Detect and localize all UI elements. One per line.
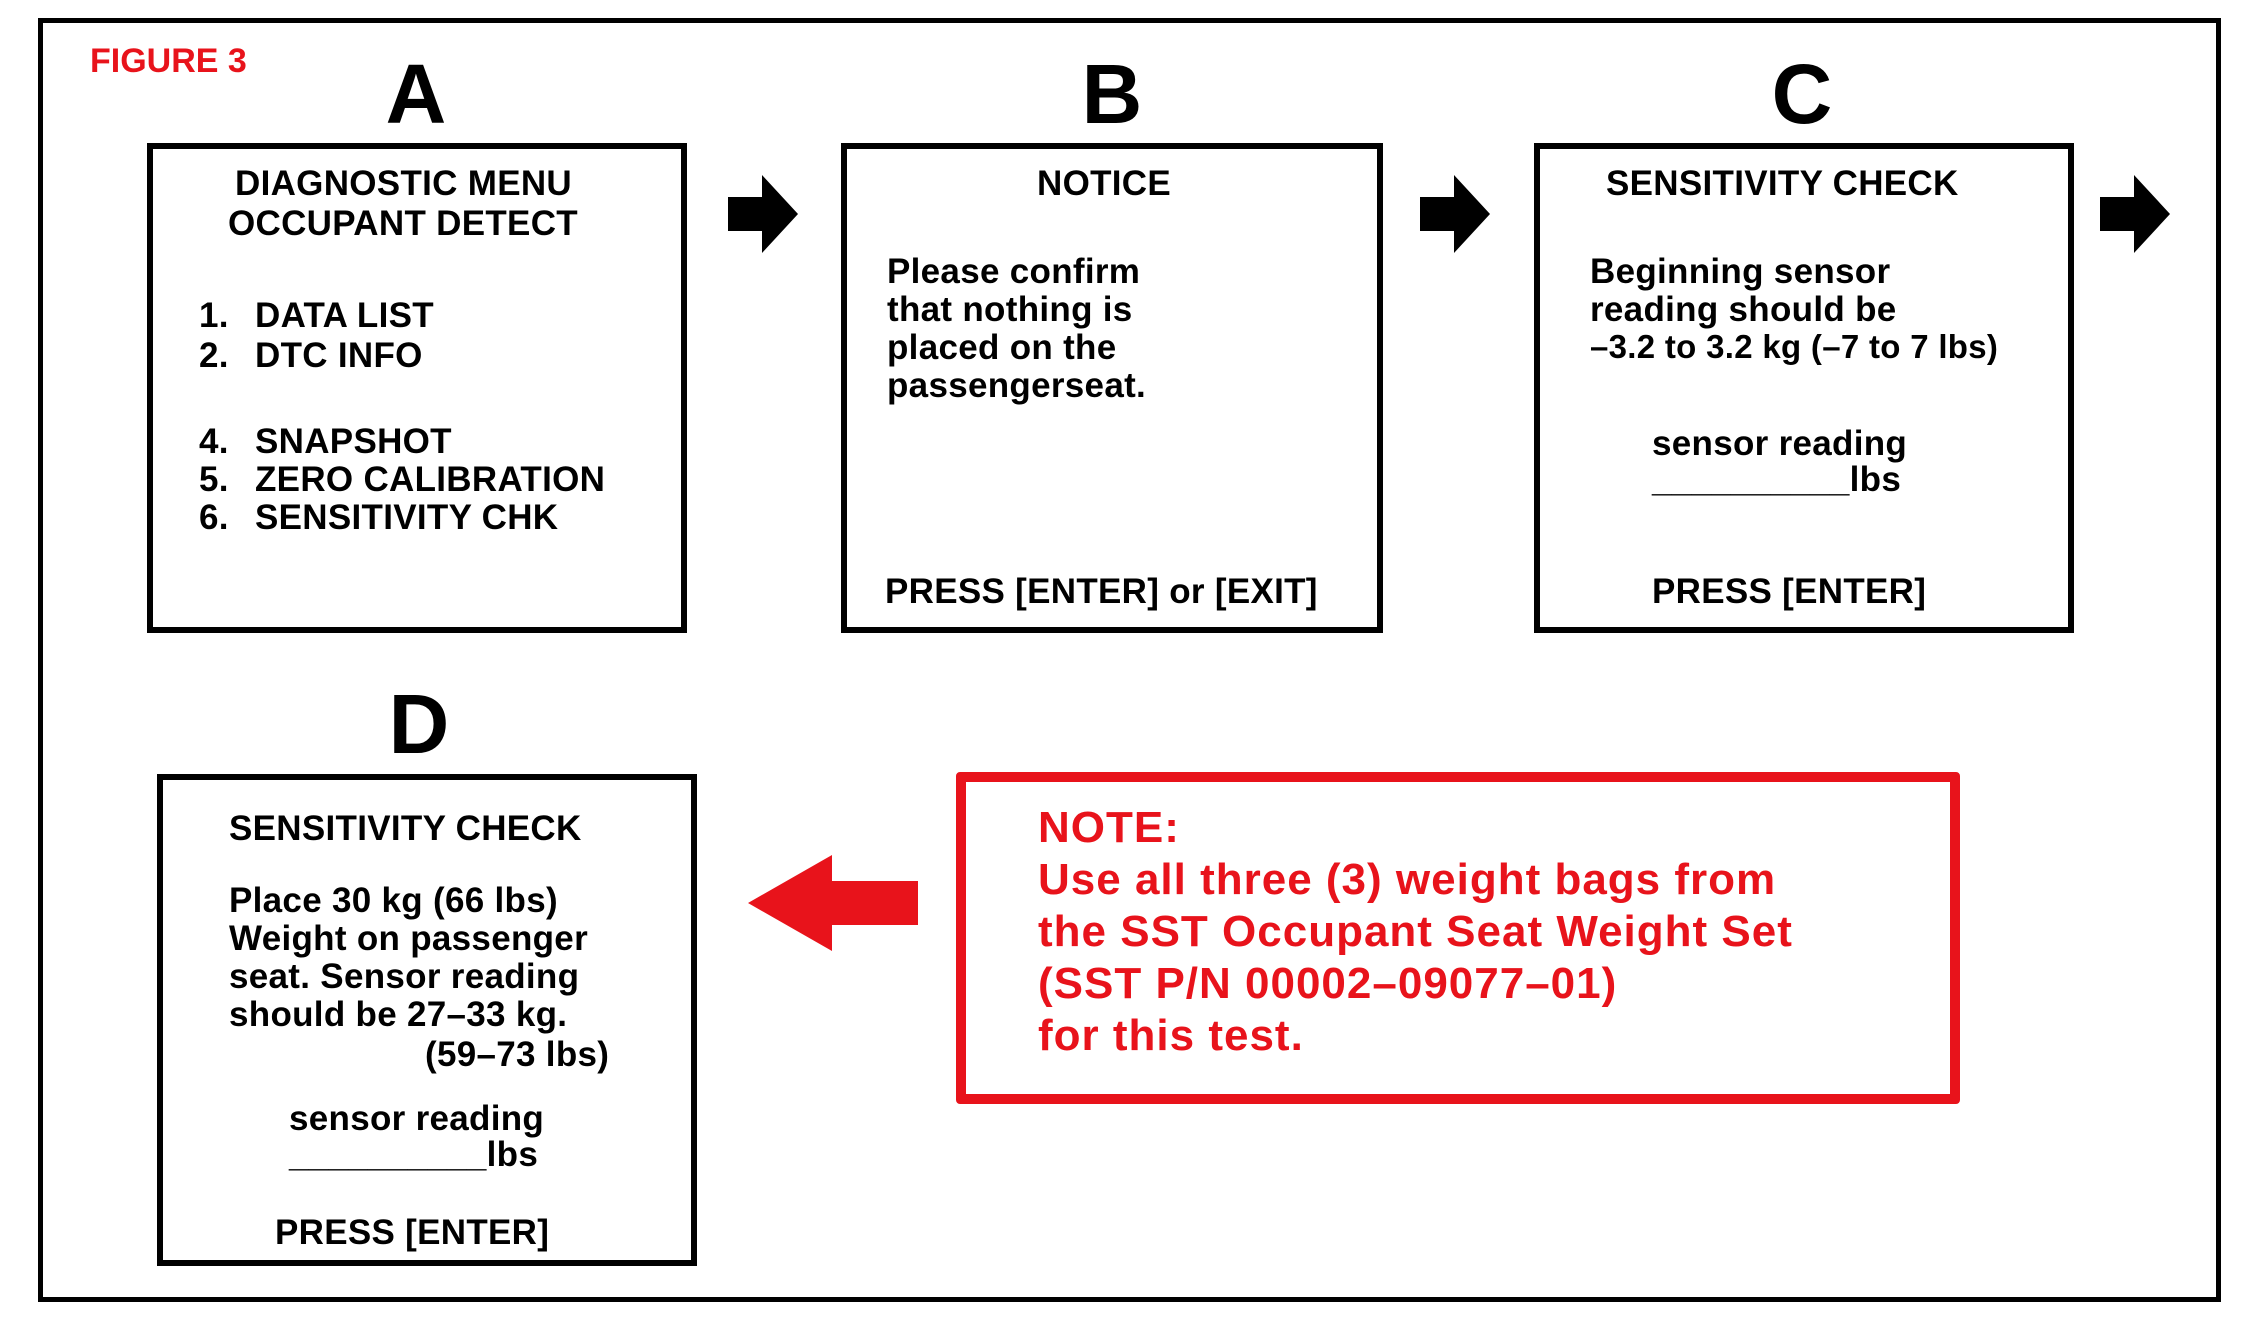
screen-d-body-line1: Place 30 kg (66 lbs) <box>229 881 558 920</box>
menu-item-num-4: 4. <box>199 422 229 461</box>
menu-item-num-1: 1. <box>199 296 229 335</box>
note-line2: the SST Occupant Seat Weight Set <box>1038 907 1793 956</box>
panel-letter-b: B <box>1081 47 1143 141</box>
screen-b-footer: PRESS [ENTER] or [EXIT] <box>885 572 1318 611</box>
screen-a-title-line2: OCCUPANT DETECT <box>228 204 578 243</box>
panel-letter-c: C <box>1771 47 1833 141</box>
screen-c-body-line2: reading should be <box>1590 290 1897 329</box>
panel-letter-a: A <box>385 47 447 141</box>
screen-c-body-line1: Beginning sensor <box>1590 252 1891 291</box>
menu-item-data-list: DATA LIST <box>255 296 434 335</box>
screen-c-body-line3: –3.2 to 3.2 kg (–7 to 7 lbs) <box>1590 328 1999 365</box>
screen-c-sensitivity-check: SENSITIVITY CHECK Beginning sensor readi… <box>1534 143 2074 633</box>
screen-d-sensitivity-check: SENSITIVITY CHECK Place 30 kg (66 lbs) W… <box>157 774 697 1266</box>
screen-d-body-line2: Weight on passenger <box>229 919 588 958</box>
screen-b-notice: NOTICE Please confirm that nothing is pl… <box>841 143 1383 633</box>
note-line1: Use all three (3) weight bags from <box>1038 855 1777 904</box>
screen-c-footer: PRESS [ENTER] <box>1652 572 1927 611</box>
screen-b-body-line3: placed on the <box>887 328 1117 367</box>
note-box: NOTE: Use all three (3) weight bags from… <box>956 772 1960 1104</box>
screen-d-body-line3: seat. Sensor reading <box>229 957 580 996</box>
screen-d-body-line4: should be 27–33 kg. <box>229 995 568 1034</box>
menu-item-dtc-info: DTC INFO <box>255 336 423 375</box>
screen-b-body-line1: Please confirm <box>887 252 1141 291</box>
panel-letter-d: D <box>388 677 450 771</box>
screen-d-body-indent: (59–73 lbs) <box>425 1035 610 1074</box>
note-heading: NOTE: <box>1038 803 1180 852</box>
menu-item-zero-calibration: ZERO CALIBRATION <box>255 460 606 499</box>
figure-label: FIGURE 3 <box>90 42 247 80</box>
arrow-right-icon <box>728 175 798 253</box>
screen-d-title: SENSITIVITY CHECK <box>229 809 582 848</box>
screen-d-reading-line: __________lbs <box>289 1135 539 1174</box>
screen-c-reading-label: sensor reading <box>1652 424 1908 463</box>
screen-b-body-line4: passengerseat. <box>887 366 1147 405</box>
screen-d-reading-label: sensor reading <box>289 1099 545 1138</box>
menu-item-num-5: 5. <box>199 460 229 499</box>
screen-b-body-line2: that nothing is <box>887 290 1133 329</box>
screen-a-title-line1: DIAGNOSTIC MENU <box>235 164 572 203</box>
note-line3: (SST P/N 00002–09077–01) <box>1038 959 1618 1008</box>
screen-b-title: NOTICE <box>1037 164 1172 203</box>
note-line4: for this test. <box>1038 1011 1304 1060</box>
menu-item-sensitivity-chk: SENSITIVITY CHK <box>255 498 559 537</box>
figure-frame <box>38 18 2221 1302</box>
arrow-right-icon <box>1420 175 1490 253</box>
screen-a-diagnostic-menu: DIAGNOSTIC MENU OCCUPANT DETECT 1. DATA … <box>147 143 687 633</box>
menu-item-num-6: 6. <box>199 498 229 537</box>
menu-item-num-2: 2. <box>199 336 229 375</box>
screen-c-reading-line: __________lbs <box>1652 460 1902 499</box>
screen-d-footer: PRESS [ENTER] <box>275 1213 550 1252</box>
red-arrow-left-icon <box>748 855 918 951</box>
menu-item-snapshot: SNAPSHOT <box>255 422 452 461</box>
screen-c-title: SENSITIVITY CHECK <box>1606 164 1959 203</box>
arrow-right-icon <box>2100 175 2170 253</box>
